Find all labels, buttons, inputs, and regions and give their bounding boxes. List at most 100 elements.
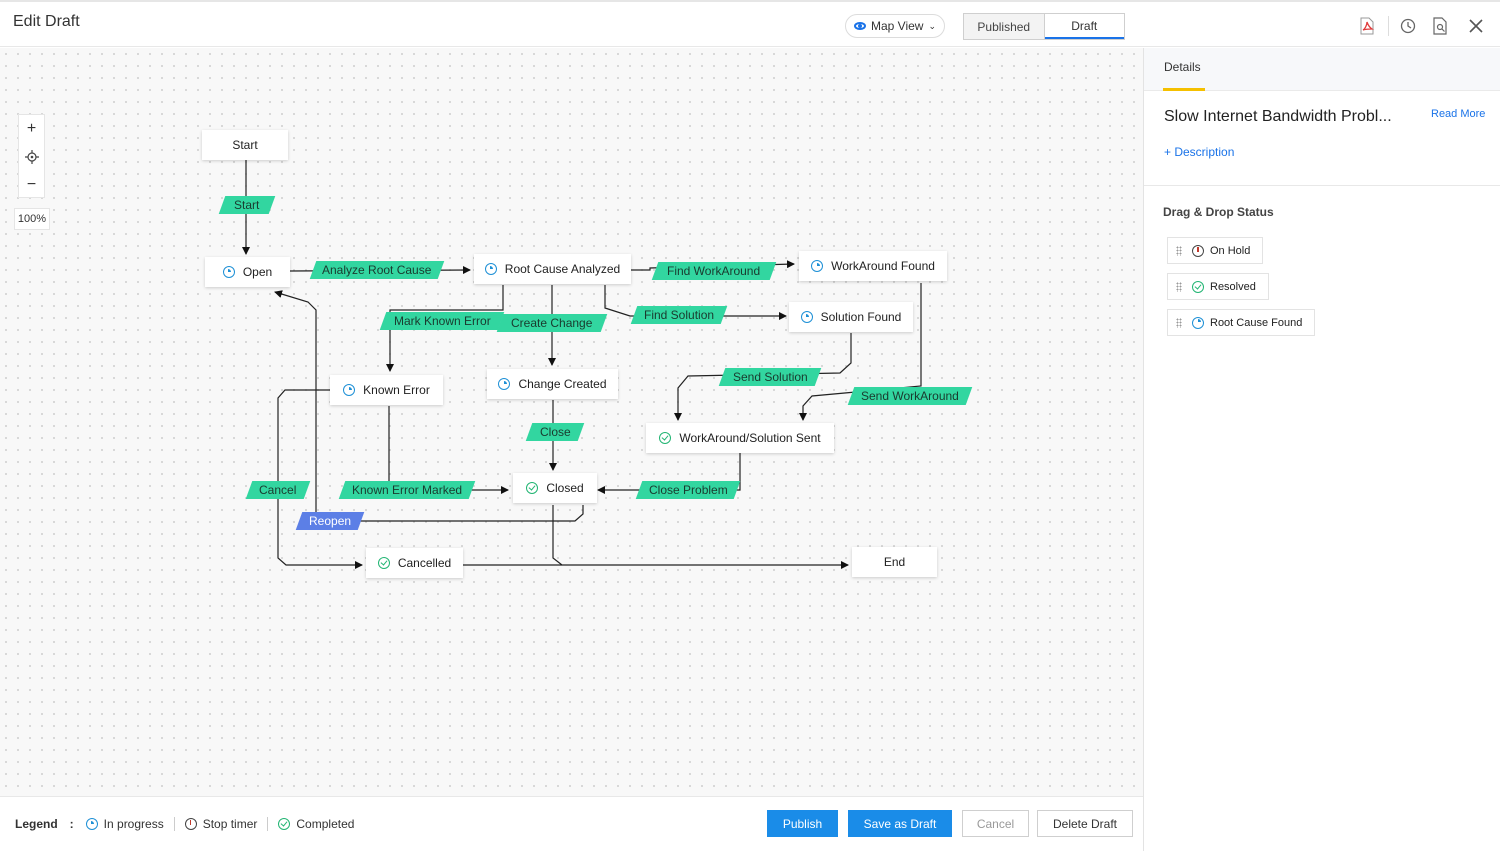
transition-label: Create Change (511, 316, 593, 330)
status-chip-on-hold[interactable]: On Hold (1167, 237, 1264, 264)
crosshair-icon (24, 150, 39, 164)
transition-find-workaround[interactable]: Find WorkAround (651, 262, 777, 280)
tab-draft[interactable]: Draft (1044, 14, 1124, 39)
zoom-out-button[interactable]: − (26, 176, 37, 193)
status-label: On Hold (1210, 244, 1251, 257)
history-icon[interactable] (1398, 16, 1418, 36)
node-known-error[interactable]: Known Error (330, 375, 443, 405)
close-icon[interactable] (1466, 16, 1486, 36)
active-tab-indicator (1163, 88, 1205, 91)
drag-handle-icon[interactable] (1176, 245, 1182, 256)
map-view-dropdown[interactable]: Map View ⌄ (845, 14, 945, 38)
node-workaround-found[interactable]: WorkAround Found (799, 251, 947, 281)
in-progress-icon (343, 384, 356, 396)
transition-find-solution[interactable]: Find Solution (630, 306, 728, 324)
eye-icon (854, 22, 866, 30)
panel-tabs: Details (1144, 48, 1500, 91)
status-chip-resolved[interactable]: Resolved (1167, 273, 1269, 300)
transition-cancel[interactable]: Cancel (245, 481, 311, 499)
node-label: WorkAround Found (831, 259, 935, 273)
in-progress-icon (811, 260, 824, 272)
node-change-created[interactable]: Change Created (487, 369, 618, 399)
pdf-icon[interactable] (1357, 16, 1377, 36)
in-progress-icon (85, 818, 98, 830)
node-label: Root Cause Analyzed (504, 262, 621, 276)
stop-timer-icon (184, 818, 197, 830)
footer-bar: Legend : In progress Stop timer Complete… (0, 796, 1143, 851)
legend-in-progress: In progress (103, 817, 164, 831)
zoom-controls: + − (18, 114, 45, 198)
transition-create-change[interactable]: Create Change (496, 314, 608, 332)
legend: Legend : In progress Stop timer Complete… (15, 817, 354, 831)
read-more-link[interactable]: Read More (1431, 108, 1486, 120)
node-start[interactable]: Start (202, 130, 288, 160)
transition-label: Reopen (308, 514, 352, 528)
completed-icon (278, 818, 291, 830)
legend-divider (173, 817, 175, 831)
chevron-down-icon: ⌄ (928, 20, 937, 31)
drag-handle-icon[interactable] (1176, 317, 1182, 328)
transition-label: Mark Known Error (393, 314, 491, 328)
transition-mark-known-error[interactable]: Mark Known Error (379, 312, 505, 330)
problem-title: Slow Internet Bandwidth Probl... (1164, 108, 1392, 125)
published-draft-toggle: Published Draft (963, 13, 1125, 40)
zoom-in-button[interactable]: + (26, 120, 37, 137)
delete-draft-button[interactable]: Delete Draft (1037, 810, 1133, 837)
add-description-link[interactable]: + Description (1164, 145, 1235, 159)
recenter-button[interactable] (19, 143, 44, 171)
node-solution-found[interactable]: Solution Found (789, 302, 913, 332)
tab-published[interactable]: Published (964, 14, 1045, 39)
transition-label: Send Solution (732, 370, 808, 384)
node-label: Solution Found (820, 310, 902, 324)
node-label: Start (232, 138, 258, 152)
transition-close-problem[interactable]: Close Problem (635, 481, 741, 499)
node-label: WorkAround/Solution Sent (679, 431, 821, 445)
transition-label: Known Error Marked (351, 483, 463, 497)
transition-label: Analyze Root Cause (322, 263, 432, 277)
page-title: Edit Draft (13, 13, 80, 30)
in-progress-icon (222, 266, 235, 278)
transition-analyze-root-cause[interactable]: Analyze Root Cause (309, 261, 445, 279)
transition-label: Send WorkAround (861, 389, 959, 403)
transition-label: Close Problem (648, 483, 728, 497)
publish-button[interactable]: Publish (767, 810, 838, 837)
save-as-draft-button[interactable]: Save as Draft (848, 810, 952, 837)
tab-details[interactable]: Details (1164, 60, 1201, 74)
transition-label: Find WorkAround (667, 264, 761, 278)
node-label: Open (242, 265, 273, 279)
node-root-cause-analyzed[interactable]: Root Cause Analyzed (474, 254, 631, 284)
workflow-canvas[interactable]: + − 100% Start Open Root Cause Analyzed … (0, 48, 1143, 796)
legend-stop-timer: Stop timer (202, 817, 258, 831)
drag-drop-title: Drag & Drop Status (1163, 205, 1274, 219)
panel-divider (1144, 185, 1500, 186)
node-open[interactable]: Open (205, 257, 290, 287)
node-label: Closed (546, 481, 584, 495)
legend-divider (267, 817, 269, 831)
status-chip-root-cause-found[interactable]: Root Cause Found (1167, 309, 1316, 336)
transition-send-workaround[interactable]: Send WorkAround (847, 387, 973, 405)
node-end[interactable]: End (852, 547, 937, 577)
in-progress-icon (1192, 316, 1204, 329)
header-divider (1388, 16, 1389, 36)
details-panel: Details Slow Internet Bandwidth Probl...… (1143, 48, 1500, 851)
transition-reopen[interactable]: Reopen (295, 512, 365, 530)
node-label: Known Error (363, 383, 430, 397)
drag-handle-icon[interactable] (1176, 281, 1182, 292)
completed-icon (659, 432, 672, 444)
transition-label: Cancel (259, 483, 297, 497)
completed-icon (526, 482, 539, 494)
transition-start[interactable]: Start (218, 196, 276, 214)
transition-close[interactable]: Close (525, 423, 585, 441)
legend-completed: Completed (296, 817, 355, 831)
preview-icon[interactable] (1430, 16, 1450, 36)
node-workaround-solution-sent[interactable]: WorkAround/Solution Sent (646, 423, 834, 453)
in-progress-icon (800, 311, 813, 323)
transition-send-solution[interactable]: Send Solution (718, 368, 822, 386)
map-view-label: Map View (871, 19, 924, 33)
node-closed[interactable]: Closed (513, 473, 597, 503)
transition-known-error-marked[interactable]: Known Error Marked (338, 481, 476, 499)
cancel-button[interactable]: Cancel (962, 810, 1029, 837)
node-cancelled[interactable]: Cancelled (366, 548, 463, 578)
completed-icon (377, 557, 390, 569)
stop-timer-icon (1192, 244, 1204, 257)
